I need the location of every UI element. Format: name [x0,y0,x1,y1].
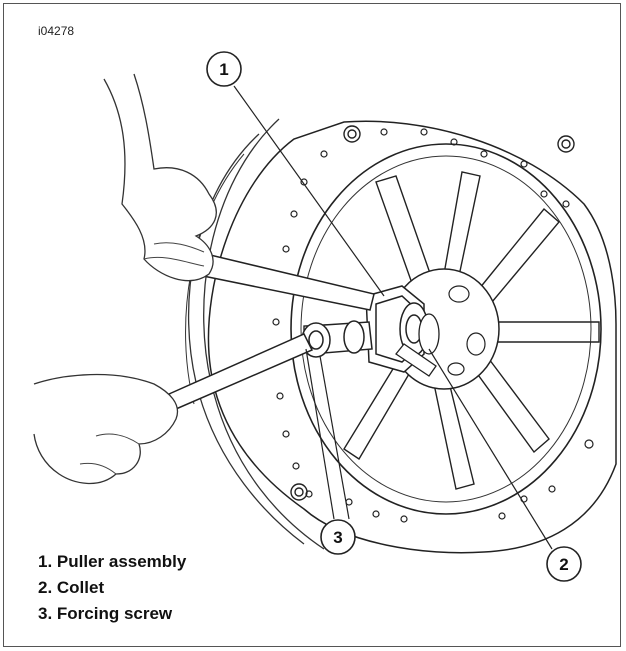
legend-item-collet: 2. Collet [38,578,105,597]
upper-hand-fingers [143,242,205,267]
wheel-illustration: 1 2 3 [33,51,617,582]
figure-id: i04278 [38,24,75,38]
hub-slots [447,285,486,376]
collet [395,313,440,377]
legend-item-forcing-screw: 3. Forcing screw [38,604,173,623]
upper-hand [103,73,217,282]
svg-text:3: 3 [333,528,342,547]
wheel-rim [290,143,602,515]
leader-lines [233,85,553,550]
callout-3: 3 [320,519,356,555]
callout-2: 2 [546,546,582,582]
lower-hand-fingers [79,433,140,475]
wheel-rim-inner [300,155,592,503]
brake-rotor-outline [207,120,617,554]
legend: 1. Puller assembly 2. Collet 3. Forcing … [38,549,186,627]
tire-arc-1 [187,133,305,545]
forcing-screw [301,320,373,358]
callout-1: 1 [206,51,242,87]
svg-text:1: 1 [219,60,228,79]
figure-frame: i04278 [3,3,621,647]
legend-item-puller-assembly: 1. Puller assembly [38,552,187,571]
svg-text:2: 2 [559,555,568,574]
lower-hand [33,373,179,485]
rotor-bolts [290,125,575,501]
